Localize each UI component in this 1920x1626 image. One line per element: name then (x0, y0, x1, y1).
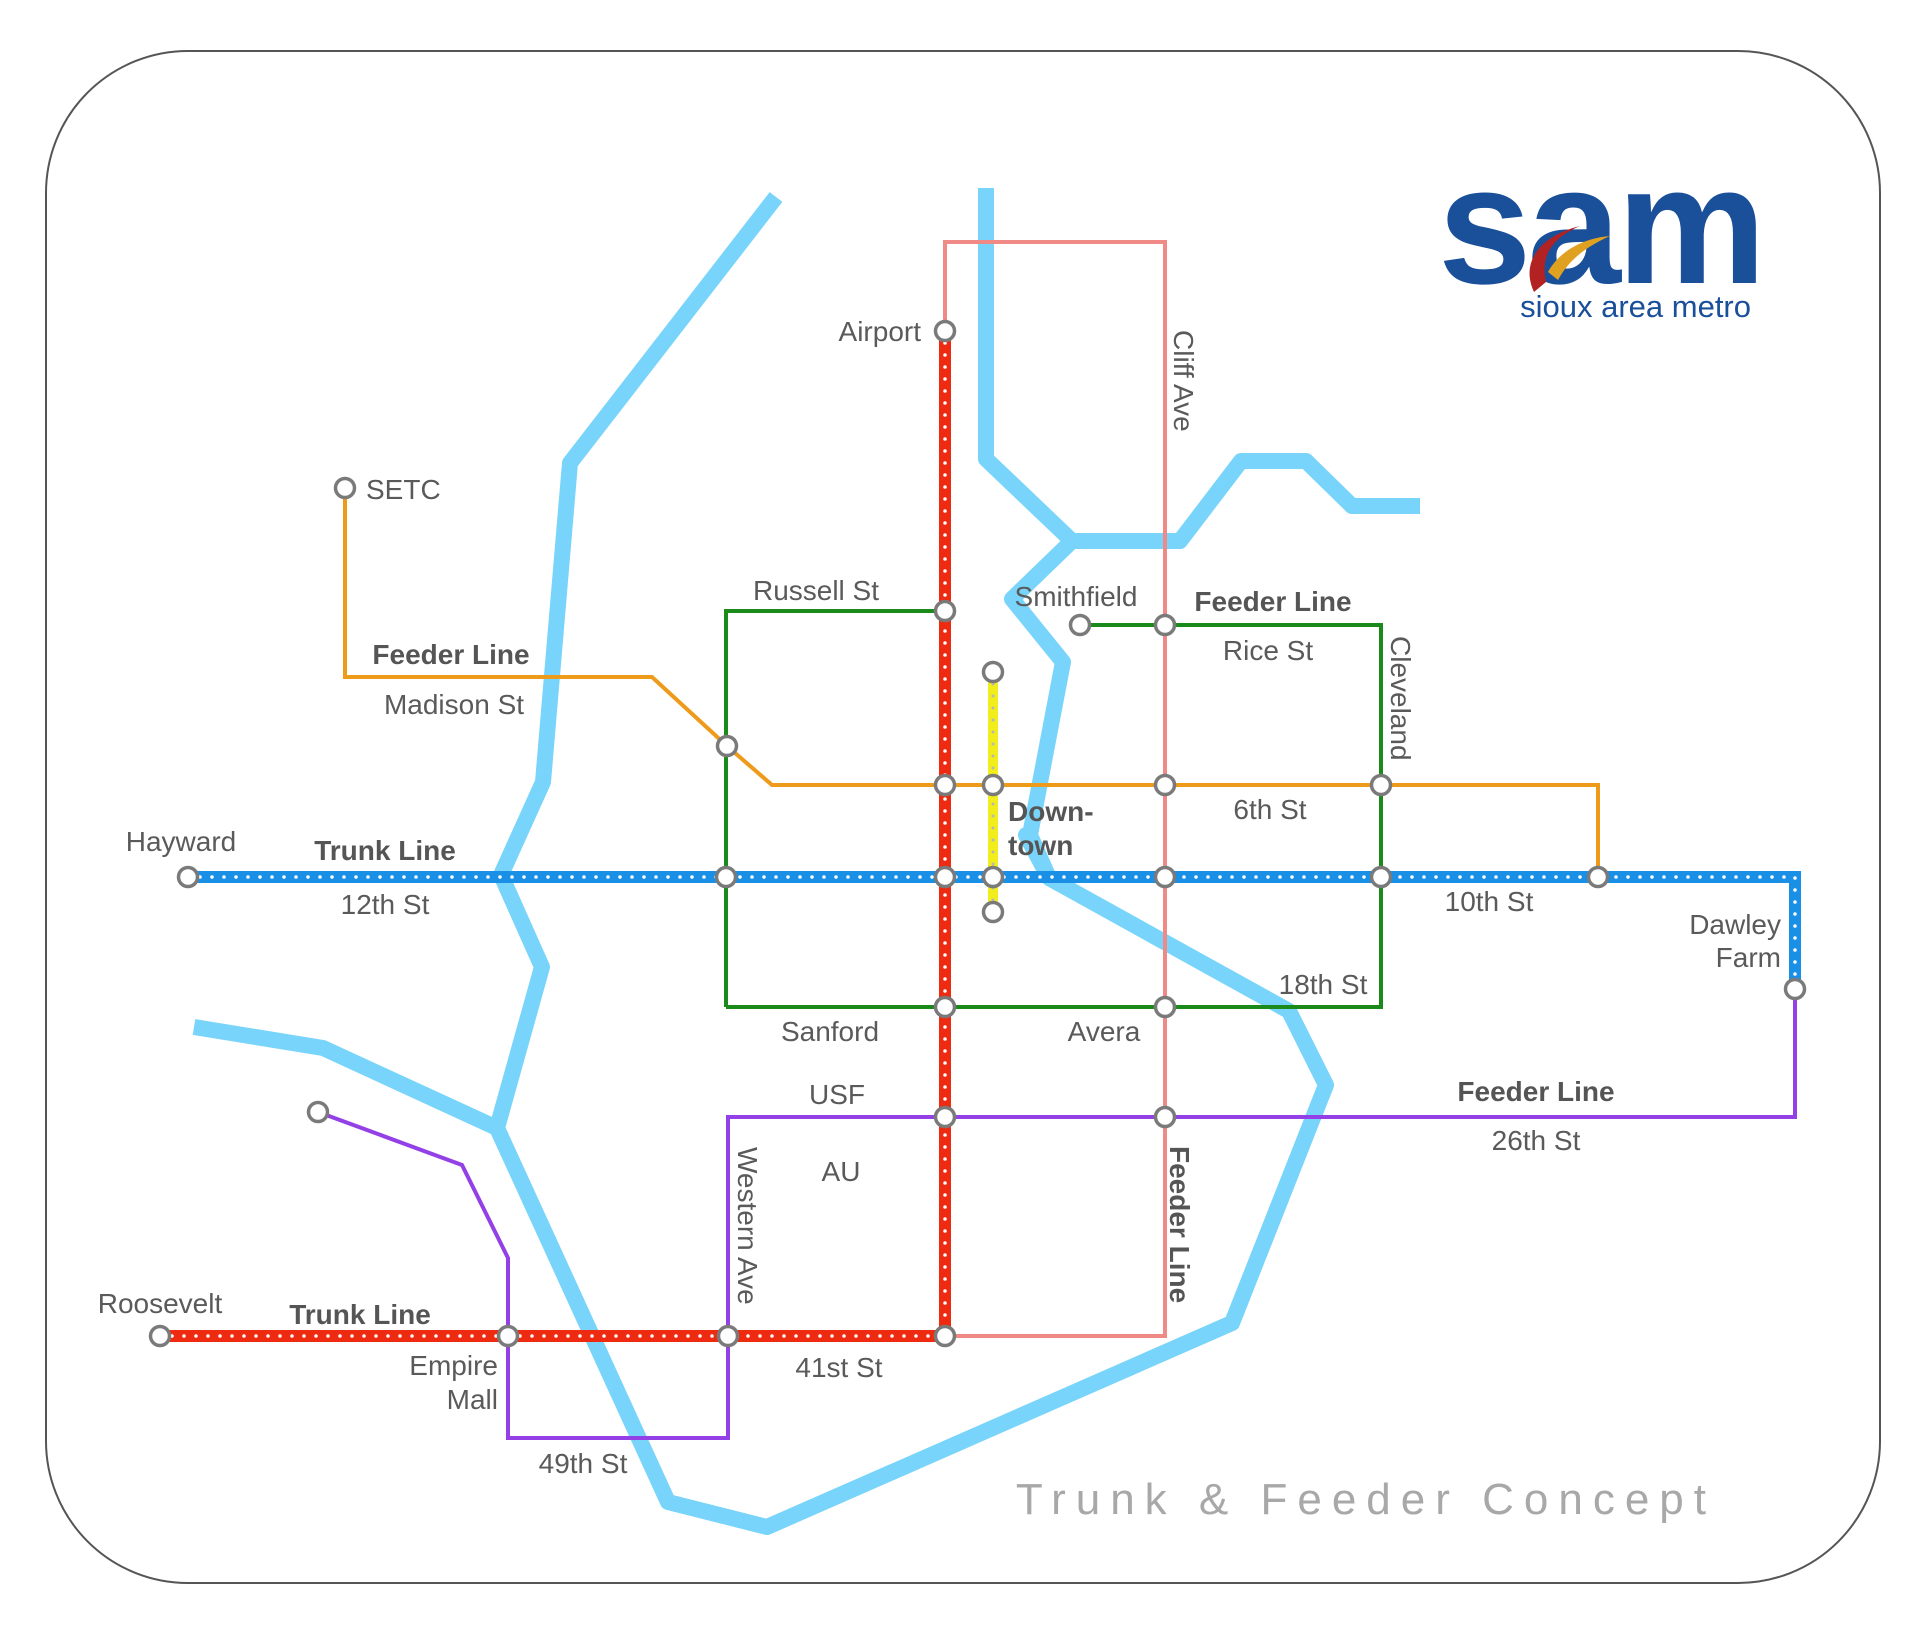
label-feeder-line-northeast: Feeder Line (1194, 586, 1351, 617)
station-avera[interactable] (1153, 995, 1177, 1019)
station-hayward[interactable] (176, 865, 200, 889)
map-title: Trunk & Feeder Concept (1016, 1475, 1716, 1524)
label-feeder-line-south: Feeder Line (1457, 1076, 1614, 1107)
sam-logo: sam sioux area metro (1438, 131, 1766, 324)
label-rice-st: Rice St (1223, 635, 1313, 666)
label-dawley-2: Farm (1716, 942, 1781, 973)
label-feeder-line-vertical: Feeder Line (1164, 1146, 1195, 1303)
station-madison-green[interactable] (715, 734, 739, 758)
station-6th-yellow[interactable] (981, 773, 1005, 797)
station-usf[interactable] (933, 1105, 957, 1129)
label-6th-st: 6th St (1233, 794, 1306, 825)
station-10th-cleveland[interactable] (1369, 865, 1393, 889)
station-10th-orange[interactable] (1586, 865, 1610, 889)
label-usf: USF (809, 1079, 865, 1110)
label-roosevelt: Roosevelt (98, 1288, 223, 1319)
route-purple-feeder-26th[interactable] (726, 989, 1797, 1336)
label-41st-st: 41st St (795, 1352, 882, 1383)
street-labels: Cliff Ave Rice St Cleveland Madison St 6… (341, 330, 1581, 1479)
station-russell[interactable] (933, 599, 957, 623)
station-airport[interactable] (933, 319, 957, 343)
logo-wordmark: sam (1438, 131, 1762, 319)
rivers (192, 188, 1420, 1535)
label-18th-st: 18th St (1279, 969, 1368, 1000)
station-cliff-rice[interactable] (1153, 613, 1177, 637)
label-downtown-1: Down- (1008, 796, 1094, 827)
label-empire-1: Empire (409, 1350, 498, 1381)
station-6th-red[interactable] (933, 773, 957, 797)
station-26th-cliff[interactable] (1153, 1105, 1177, 1129)
station-downtown-north[interactable] (981, 660, 1005, 684)
station-roosevelt[interactable] (148, 1324, 172, 1348)
label-trunk-line-west: Trunk Line (314, 835, 456, 866)
label-cleveland: Cleveland (1385, 636, 1416, 761)
label-sanford: Sanford (781, 1016, 879, 1047)
station-sanford[interactable] (933, 995, 957, 1019)
station-western-41st[interactable] (716, 1324, 740, 1348)
label-10th-st: 10th St (1445, 886, 1534, 917)
label-trunk-line-southwest: Trunk Line (289, 1299, 431, 1330)
river-downtown-branch (1004, 535, 1078, 882)
route-red-trunk[interactable] (158, 329, 951, 1342)
route-purple-feeder-49th[interactable] (317, 1110, 730, 1440)
label-setc: SETC (366, 474, 441, 505)
label-hayward: Hayward (126, 826, 236, 857)
station-downtown-south[interactable] (981, 900, 1005, 924)
station-6th-cleveland[interactable] (1369, 773, 1393, 797)
label-madison-st: Madison St (384, 689, 524, 720)
label-49th-st: 49th St (539, 1448, 628, 1479)
station-41st-red[interactable] (933, 1324, 957, 1348)
line-labels: Feeder Line Feeder Line Feeder Line Feed… (289, 586, 1614, 1330)
river-north-fork (978, 188, 1420, 549)
label-smithfield: Smithfield (1015, 581, 1138, 612)
stations (148, 319, 1807, 1348)
label-downtown-2: town (1008, 830, 1073, 861)
map-frame (45, 50, 1881, 1584)
logo-tagline: sioux area metro (1520, 289, 1751, 324)
label-12th-st: 12th St (341, 889, 430, 920)
label-airport: Airport (839, 316, 922, 347)
station-12th-red[interactable] (933, 865, 957, 889)
station-12th-yellow[interactable] (981, 865, 1005, 889)
label-western-ave: Western Ave (732, 1147, 763, 1305)
station-labels: Airport SETC Russell St Smithfield Haywa… (98, 316, 1781, 1415)
label-au: AU (822, 1156, 861, 1187)
station-10th-cliff[interactable] (1153, 865, 1177, 889)
label-empire-2: Mall (447, 1384, 498, 1415)
station-12th-green[interactable] (714, 865, 738, 889)
label-avera: Avera (1068, 1016, 1141, 1047)
label-26th-st: 26th St (1492, 1125, 1581, 1156)
logo-swoosh-icon (1529, 226, 1580, 292)
river-main (489, 192, 1334, 1535)
station-purple-west-end[interactable] (306, 1100, 330, 1124)
station-6th-cliff[interactable] (1153, 773, 1177, 797)
station-empire-mall[interactable] (496, 1324, 520, 1348)
label-russell: Russell St (753, 575, 879, 606)
logo-swoosh-accent-icon (1548, 236, 1610, 280)
label-cliff-ave: Cliff Ave (1168, 330, 1199, 432)
river-creek-west (192, 1019, 501, 1136)
station-smithfield[interactable] (1068, 613, 1092, 637)
station-dawley-farm[interactable] (1783, 977, 1807, 1001)
station-setc[interactable] (333, 476, 357, 500)
label-feeder-line-northwest: Feeder Line (372, 639, 529, 670)
label-dawley-1: Dawley (1689, 909, 1781, 940)
